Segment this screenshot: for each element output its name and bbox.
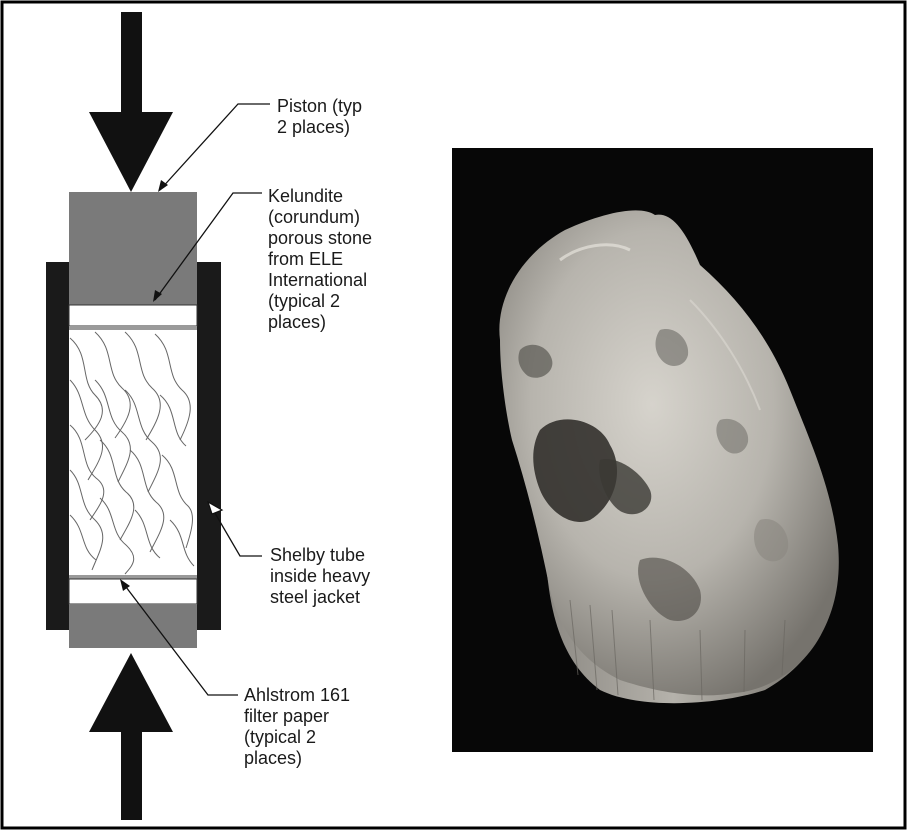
kelundite-label: Kelundite (corundum) porous stone from E… (268, 186, 372, 333)
piston-label: Piston (typ 2 places) (277, 96, 362, 138)
soil-sample (69, 330, 197, 575)
top-porous-stone (69, 305, 197, 326)
bottom-filter-paper (69, 575, 197, 579)
bottom-piston (69, 604, 197, 648)
shelby-tube-label: Shelby tube inside heavy steel jacket (270, 545, 370, 608)
ahlstrom-label: Ahlstrom 161 filter paper (typical 2 pla… (244, 685, 350, 769)
specimen-photo (452, 148, 873, 752)
top-piston (69, 192, 197, 305)
top-filter-paper (69, 326, 197, 330)
bottom-porous-stone (69, 579, 197, 604)
